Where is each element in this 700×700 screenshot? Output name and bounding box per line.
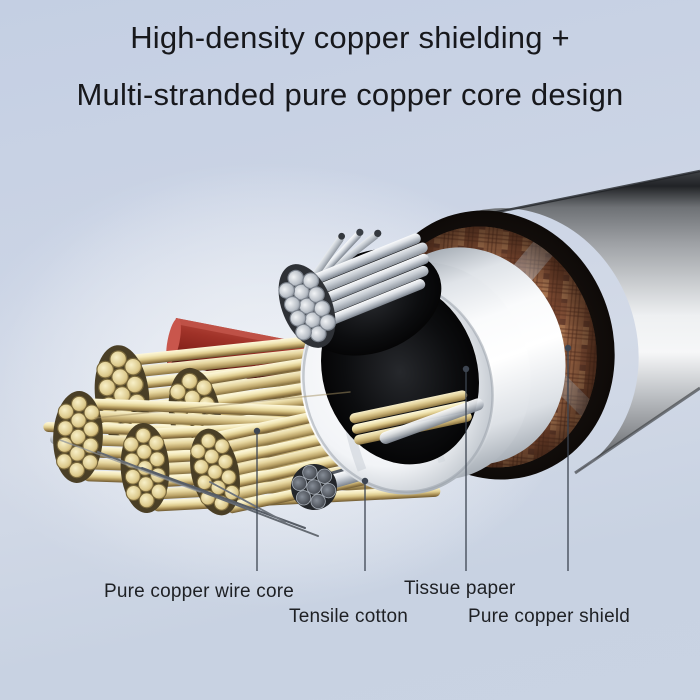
leader-line-tensile-cotton [361, 477, 369, 571]
leader-line-pure-copper-shield [564, 344, 572, 571]
title-line-2: Multi-stranded pure copper core design [76, 77, 624, 112]
copper-core-bundles [43, 325, 464, 521]
label-pure-copper-wire-core: Pure copper wire core [104, 581, 295, 602]
label-tissue-paper: Tissue paper [404, 578, 516, 599]
loose-fibers [59, 391, 351, 537]
leader-lines [253, 344, 572, 571]
cavity-strands [349, 390, 484, 445]
label-tensile-cotton: Tensile cotton [289, 606, 408, 627]
label-pure-copper-shield: Pure copper shield [468, 606, 631, 627]
leader-line-tissue-paper [462, 365, 470, 571]
leader-line-pure-copper-wire-core [253, 427, 261, 571]
title-line-1: High-density copper shielding + [130, 20, 570, 55]
silver-strand-bundle [266, 228, 430, 357]
